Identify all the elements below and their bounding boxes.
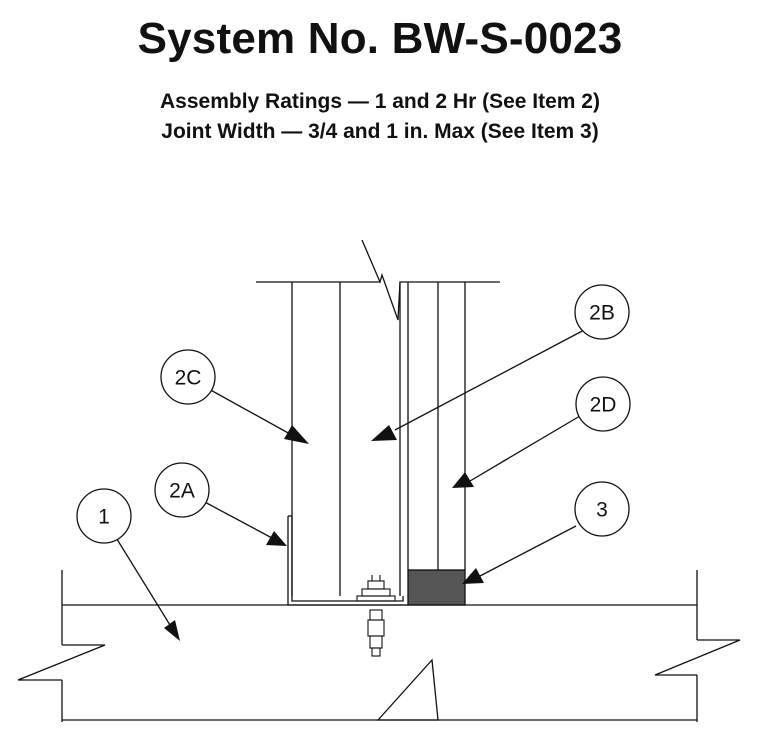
assembly-ratings-line: Assembly Ratings — 1 and 2 Hr (See Item … [160,90,600,113]
arrowhead-2d [452,472,474,488]
floor-runner [287,515,407,606]
leader-1 [114,535,171,626]
arrowhead-3 [462,568,484,584]
callout-label-2d: 2D [590,394,617,417]
arrowhead-2a [266,531,287,546]
callout-label-2b: 2B [589,302,615,325]
anchor-bolt [356,575,396,657]
callout-label-1: 1 [98,506,110,529]
callout-label-3: 3 [596,499,608,522]
arrowhead-2c [284,425,309,444]
joint-sealant [407,569,466,606]
callout-circle-2c [160,349,216,405]
arrowhead-1 [164,620,180,641]
arrowhead-2b [371,425,397,441]
leader-2b [394,328,587,431]
leader-2c [206,387,291,435]
joint-width-line: Joint Width — 3/4 and 1 in. Max (See Ite… [161,120,599,143]
floor-slab [17,570,741,722]
callout-circle-2b [574,284,630,340]
callout-label-2a: 2A [169,480,195,503]
callout-circle-1 [76,488,132,544]
callout-circle-3 [574,481,630,537]
callout-circle-2d [575,376,631,432]
leader-2a [200,499,273,539]
callout-label-2c: 2C [175,367,202,390]
callout-circle-2a [154,462,210,518]
leader-3 [479,525,577,577]
leader-2d [469,412,586,482]
system-title: System No. BW-S-0023 [137,14,623,63]
